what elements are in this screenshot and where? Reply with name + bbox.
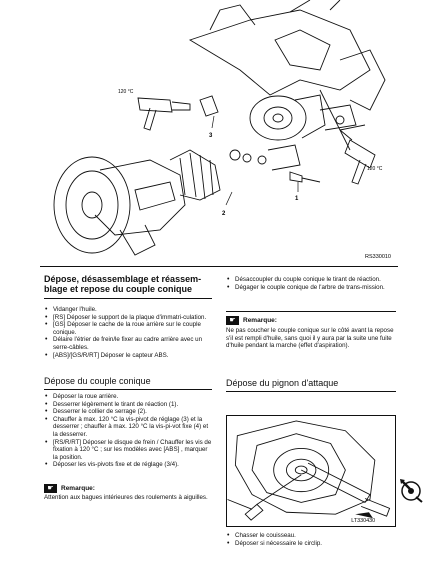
list-item: Desserrer le collier de serrage (2). bbox=[44, 408, 212, 416]
hand-pointing-icon: ☛ bbox=[44, 484, 57, 493]
list-item: Déposer la roue arrière. bbox=[44, 393, 212, 401]
top-illustration: 3 2 1 120 °C 120 °C RS330010 bbox=[40, 0, 398, 262]
callout-2: 2 bbox=[222, 211, 226, 217]
list-item: [ABS]/[GS/R/RT] Déposer le capteur ABS. bbox=[44, 352, 212, 360]
note-right-header: ☛ Remarque: bbox=[226, 316, 396, 325]
note-heading: Remarque: bbox=[61, 485, 95, 492]
list-item: Désaccoupler du couple conique le tirant… bbox=[226, 276, 396, 284]
title-rule bbox=[44, 298, 212, 299]
temperature-label-left: 120 °C bbox=[118, 89, 134, 95]
pinion-removal-drawing: LT330430 bbox=[227, 420, 391, 524]
figure-ref-code: RS330010 bbox=[365, 254, 391, 260]
list-item: Dégager le couple conique de l'arbre de … bbox=[226, 284, 396, 292]
right-steps-list: Désaccoupler du couple conique le tirant… bbox=[226, 276, 396, 291]
callout-3: 3 bbox=[209, 133, 213, 139]
note-heading: Remarque: bbox=[243, 317, 277, 324]
section1-title: Dépose du couple conique bbox=[44, 376, 151, 386]
section1-steps-list: Déposer la roue arrière. Desserrer légèr… bbox=[44, 393, 212, 469]
figure-ref-code: LT330430 bbox=[351, 518, 375, 524]
hand-pointing-icon: ☛ bbox=[226, 316, 239, 325]
list-item: Chauffer à max. 120 °C la vis-pivot de r… bbox=[44, 416, 212, 439]
list-item: [RS] Déposer le support de la plaque d'i… bbox=[44, 314, 212, 322]
list-item: [GS] Déposer le cache de la roue arrière… bbox=[44, 321, 212, 336]
list-item: Déposer si nécessaire le circlip. bbox=[226, 540, 396, 548]
note-left-text: Attention aux bagues intérieures des rou… bbox=[44, 494, 208, 501]
list-item: Desserrer légèrement le tirant de réacti… bbox=[44, 401, 212, 409]
wrench-tool-icon bbox=[398, 477, 424, 503]
section2-steps-list: Chasser le couisseau. Déposer si nécessa… bbox=[226, 532, 396, 547]
list-item: Déposer les vis-pivots fixe et de réglag… bbox=[44, 461, 212, 469]
note-right-rule bbox=[226, 311, 396, 312]
figure-divider bbox=[40, 266, 398, 267]
callout-1: 1 bbox=[295, 196, 299, 202]
section1-rule bbox=[44, 389, 212, 390]
list-item: [RS/R/RT] Déposer le disque de frein / C… bbox=[44, 439, 212, 462]
main-title: Dépose, désassemblage et réassem-blage e… bbox=[44, 274, 202, 294]
note-left-header: ☛ Remarque: bbox=[44, 484, 212, 493]
rear-drive-exploded-drawing: 3 2 1 120 °C 120 °C RS330010 bbox=[53, 0, 391, 260]
intro-steps-list: Vidanger l'huile. [RS] Déposer le suppor… bbox=[44, 306, 212, 359]
list-item: Délaire l'étrier de frein/le fixer au ca… bbox=[44, 336, 212, 351]
list-item: Chasser le couisseau. bbox=[226, 532, 396, 540]
note-right-text: Ne pas coucher le couple conique sur le … bbox=[226, 327, 394, 350]
bottom-illustration: LT330430 bbox=[226, 415, 396, 527]
section2-title: Dépose du pignon d'attaque bbox=[226, 378, 339, 388]
list-item: Vidanger l'huile. bbox=[44, 306, 212, 314]
temperature-label-right: 120 °C bbox=[367, 166, 383, 172]
section2-rule bbox=[226, 391, 396, 392]
